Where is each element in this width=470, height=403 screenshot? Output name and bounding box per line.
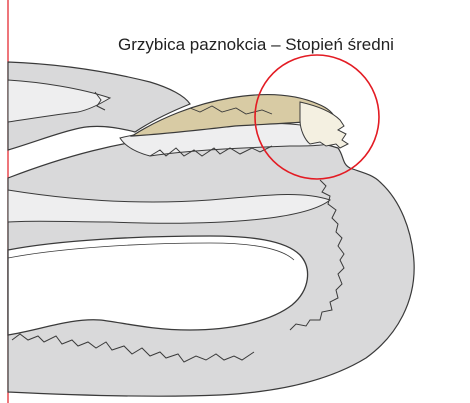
diagram-title: Grzybica paznokcia – Stopień średni	[118, 35, 394, 55]
bone	[8, 236, 308, 335]
